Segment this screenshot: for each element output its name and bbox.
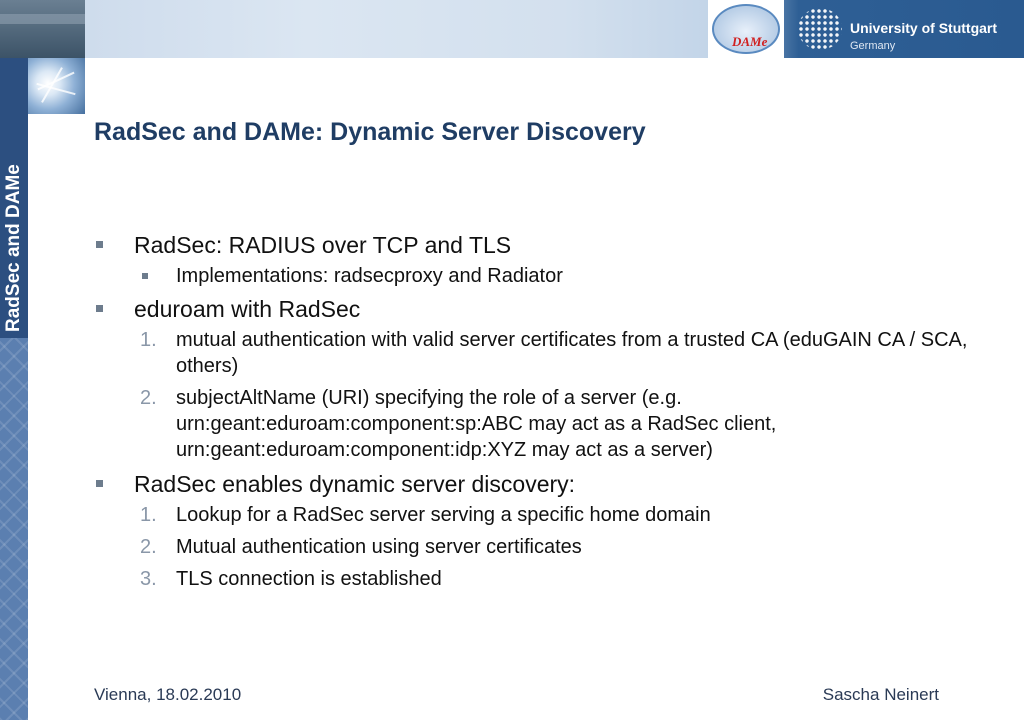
bullet-item: RadSec: RADIUS over TCP and TLS	[94, 230, 974, 260]
slide-content: RadSec: RADIUS over TCP and TLS Implemen…	[94, 228, 974, 592]
corner-light-image	[28, 58, 85, 114]
numbered-item: 3. TLS connection is established	[94, 566, 974, 592]
bullet-item: RadSec enables dynamic server discovery:	[94, 469, 974, 499]
sub-bullet-text: Implementations: radsecproxy and Radiato…	[176, 265, 563, 287]
numbered-item: 2. subjectAltName (URI) specifying the r…	[94, 385, 974, 463]
university-country: Germany	[850, 40, 896, 52]
banner-corner-graphic	[0, 0, 85, 58]
numbered-text: TLS connection is established	[176, 568, 442, 590]
sub-bullet-item: Implementations: radsecproxy and Radiato…	[94, 263, 974, 289]
square-bullet-icon	[96, 241, 103, 248]
numbered-text: Mutual authentication using server certi…	[176, 536, 582, 558]
numbered-item: 2. Mutual authentication using server ce…	[94, 534, 974, 560]
dame-logo-text: DAMe	[732, 34, 768, 49]
bullet-text: RadSec: RADIUS over TCP and TLS	[134, 232, 512, 258]
footer-author: Sascha Neinert	[822, 685, 939, 704]
item-number: 1.	[140, 504, 157, 526]
square-bullet-icon	[142, 273, 148, 279]
item-number: 2.	[140, 387, 157, 409]
numbered-item: 1. Lookup for a RadSec server serving a …	[94, 502, 974, 528]
side-title: RadSec and DAMe	[3, 164, 24, 332]
university-seal-icon	[798, 8, 842, 50]
item-number: 3.	[140, 568, 157, 590]
item-number: 1.	[140, 329, 157, 351]
university-logo: University of Stuttgart Germany	[784, 0, 1024, 58]
bullet-item: eduroam with RadSec	[94, 294, 974, 324]
numbered-item: 1. mutual authentication with valid serv…	[94, 327, 974, 379]
numbered-text: Lookup for a RadSec server serving a spe…	[176, 504, 711, 526]
slide-title: RadSec and DAMe: Dynamic Server Discover…	[94, 118, 646, 146]
numbered-text: subjectAltName (URI) specifying the role…	[176, 387, 777, 461]
header-banner	[0, 0, 1024, 58]
numbered-text: mutual authentication with valid server …	[176, 329, 968, 377]
item-number: 2.	[140, 536, 157, 558]
bullet-text: eduroam with RadSec	[134, 296, 361, 322]
university-name: University of Stuttgart	[850, 20, 998, 36]
square-bullet-icon	[96, 480, 103, 487]
footer-location-date: Vienna, 18.02.2010	[94, 685, 242, 704]
side-bar-dark-section	[0, 58, 28, 338]
bullet-text: RadSec enables dynamic server discovery:	[134, 471, 576, 497]
square-bullet-icon	[96, 305, 103, 312]
dame-logo: DAMe	[708, 0, 784, 58]
